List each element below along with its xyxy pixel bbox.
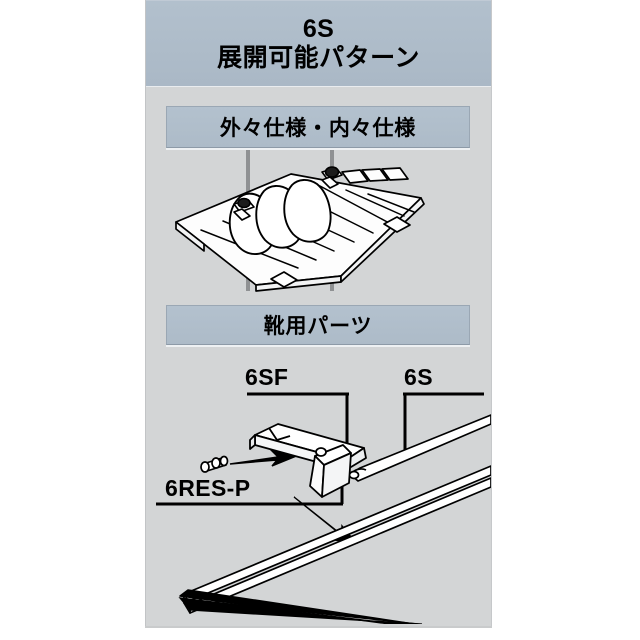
panel-bottom-edge — [145, 626, 492, 628]
section-label-shoe-parts: 靴用パーツ — [166, 305, 470, 347]
callout-label-6sf: 6SF — [245, 364, 289, 390]
section-label-spec-variants: 外々仕様・内々仕様 — [166, 106, 470, 150]
callout-label-6res-p: 6RES-P — [165, 475, 251, 501]
panel-left-edge — [145, 0, 146, 628]
page-title-main: 6S — [302, 14, 335, 43]
page-title: 6S 展開可能パターン — [146, 0, 491, 87]
page-title-sub: 展開可能パターン — [217, 44, 420, 72]
callout-label-6s: 6S — [404, 364, 433, 390]
header-band — [146, 0, 491, 87]
panel-right-edge — [491, 0, 492, 628]
